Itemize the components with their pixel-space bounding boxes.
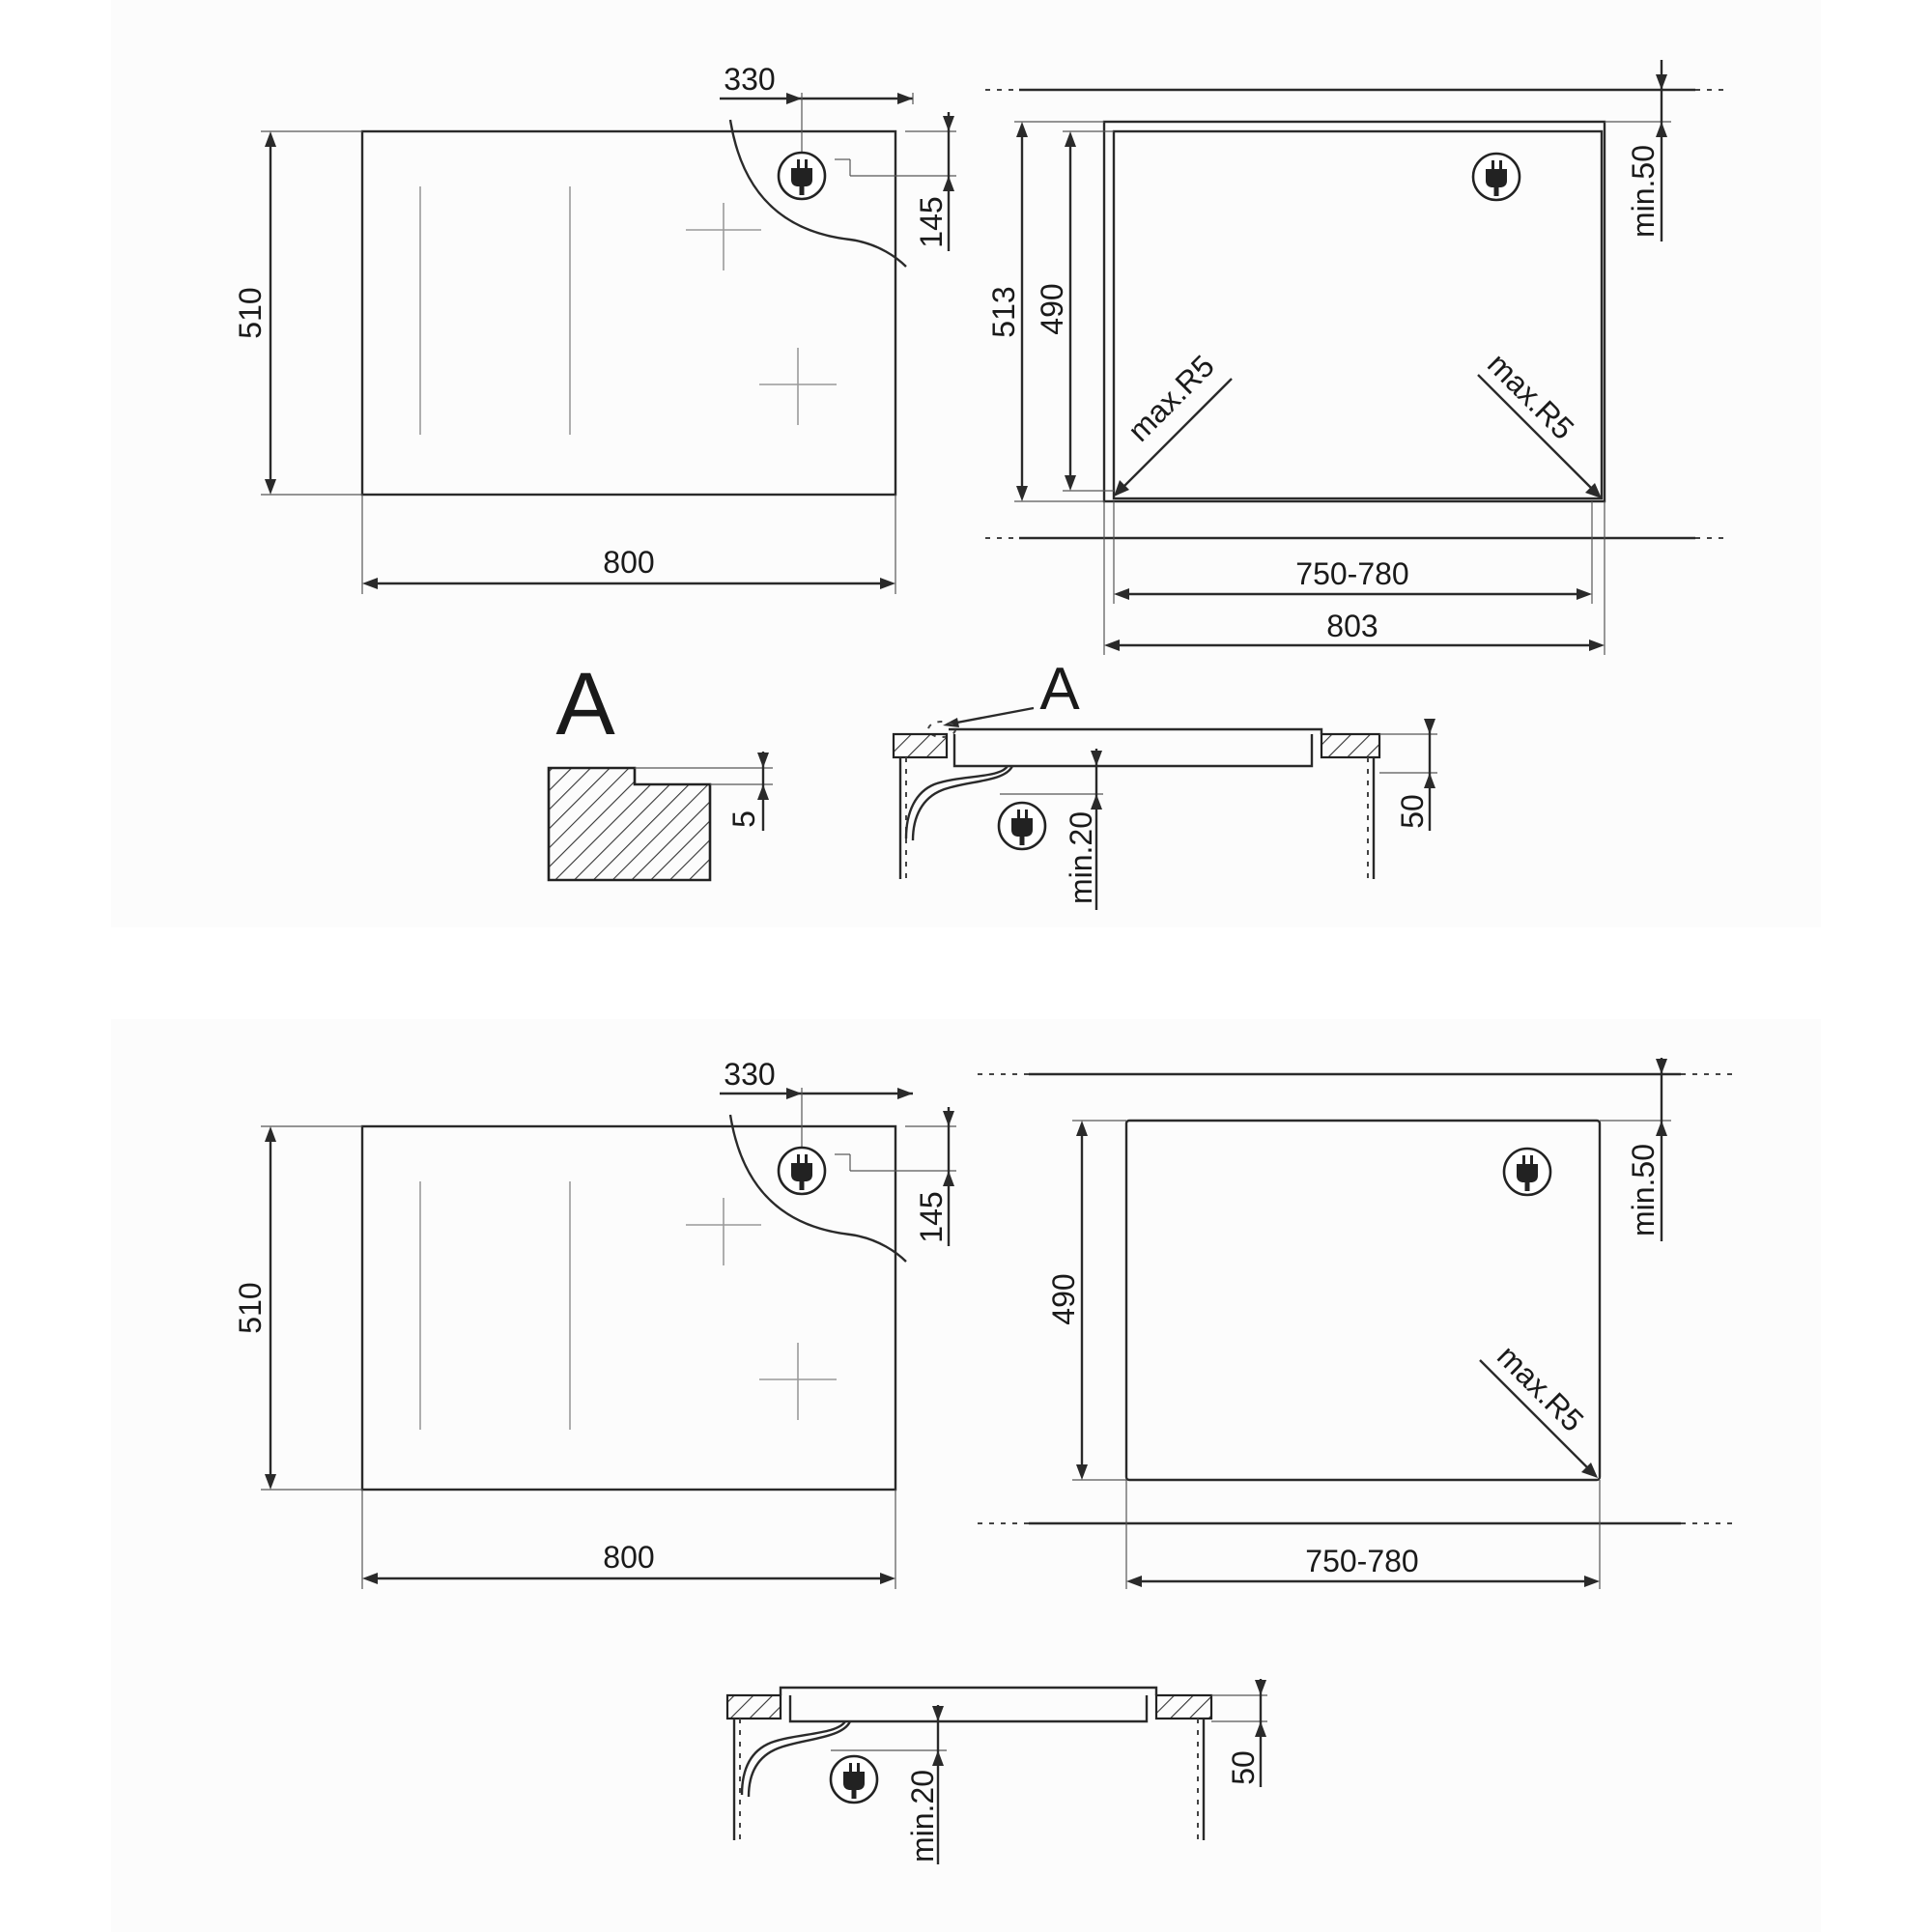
top-panel: [111, 0, 1821, 927]
cutout-inner: [1112, 129, 1604, 500]
cutout-width-range-label: 750-780: [1305, 1544, 1418, 1578]
socket-145-label: 145: [914, 1191, 949, 1242]
hob-outline: [360, 1124, 897, 1492]
section-depth-50-label: 50: [1395, 794, 1430, 829]
detail-step-5-label: 5: [726, 810, 761, 828]
radius-left-label: max.R5: [1122, 349, 1221, 448]
detail-a-profile: [547, 766, 712, 882]
plug-icon: [997, 801, 1047, 851]
cutout-513-label: 513: [986, 286, 1021, 337]
cutout-490-label: 490: [1035, 283, 1069, 334]
cutout-outer: [1102, 120, 1606, 503]
plug-icon: [1502, 1147, 1552, 1197]
radius-right-label: max.R5: [1481, 347, 1580, 446]
cable-break-line: [728, 119, 907, 268]
width-800-label: 800: [603, 545, 654, 580]
section-view-bottom: min.20 50: [725, 1679, 1267, 1864]
plug-icon: [777, 151, 827, 201]
section-callout-a: A: [1039, 656, 1080, 723]
width-800-label: 800: [603, 1540, 654, 1575]
socket-330-label: 330: [724, 1057, 775, 1092]
section-depth-50-label: 50: [1226, 1750, 1261, 1785]
depth-510-label: 510: [233, 1282, 268, 1333]
section-min20-label: min.20: [1064, 811, 1098, 904]
section-view-top: A min.20 50: [892, 656, 1437, 910]
cutout-top-view-bottom: 490 min.50 max.R5 750-780: [978, 1058, 1734, 1589]
cutout-outline: [1124, 1119, 1602, 1482]
plug-icon: [1471, 152, 1521, 202]
detail-a: A 5: [547, 655, 773, 882]
socket-145-label: 145: [914, 196, 949, 247]
cable: [911, 765, 1014, 841]
radius-label: max.R5: [1491, 1339, 1590, 1438]
hob-top-view: 510 800 330 145: [233, 62, 956, 594]
cutout-490-label: 490: [1046, 1273, 1081, 1324]
cutout-top-view: 513 490 min.50 max.R5 max.R5 750-780 803: [985, 60, 1729, 655]
hob-top-view-bottom: 510 800 330 145: [233, 1057, 956, 1589]
cutout-803-label: 803: [1326, 609, 1378, 643]
detail-letter: A: [555, 655, 615, 753]
clearance-min50-label: min.50: [1626, 1144, 1661, 1236]
plug-icon: [777, 1146, 827, 1196]
hob-outline: [360, 129, 897, 497]
clearance-min50-label: min.50: [1626, 145, 1661, 238]
socket-330-label: 330: [724, 62, 775, 97]
section-min20-label: min.20: [905, 1770, 940, 1862]
depth-510-label: 510: [233, 287, 268, 338]
plug-icon: [829, 1754, 879, 1804]
cutout-width-range-label: 750-780: [1295, 556, 1408, 591]
